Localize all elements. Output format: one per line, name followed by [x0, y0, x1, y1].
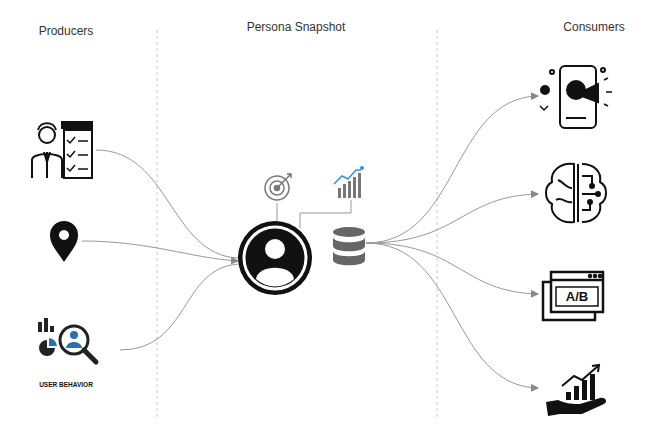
column-divider	[157, 30, 158, 420]
flow-line	[366, 194, 538, 243]
column-header: Persona Snapshot	[247, 20, 346, 34]
column-header: Consumers	[563, 20, 624, 34]
flow-line	[82, 241, 238, 261]
marketing-phone-icon	[540, 66, 612, 128]
connector-line	[300, 200, 351, 228]
column-divider	[437, 30, 438, 420]
location-pin-icon	[50, 221, 78, 262]
persona-avatar	[238, 221, 312, 295]
growth-hand-icon	[546, 365, 606, 416]
ai-brain-icon	[546, 164, 606, 223]
flow-line	[120, 264, 238, 350]
flow-line	[366, 243, 538, 388]
user-behavior-icon	[38, 318, 96, 362]
flow-line	[366, 96, 538, 243]
survey-person-icon	[32, 122, 92, 178]
connector-line	[277, 203, 278, 221]
ab-test-icon	[543, 272, 603, 320]
database-icon	[333, 227, 365, 265]
goal-target-icon	[265, 174, 291, 200]
flow-line	[366, 243, 538, 294]
icon-caption: USER BEHAVIOR	[39, 381, 93, 389]
trend-chart-icon	[334, 166, 364, 198]
ab-text: A/B	[565, 289, 589, 305]
flow-line	[96, 150, 238, 258]
column-header: Producers	[39, 24, 94, 38]
